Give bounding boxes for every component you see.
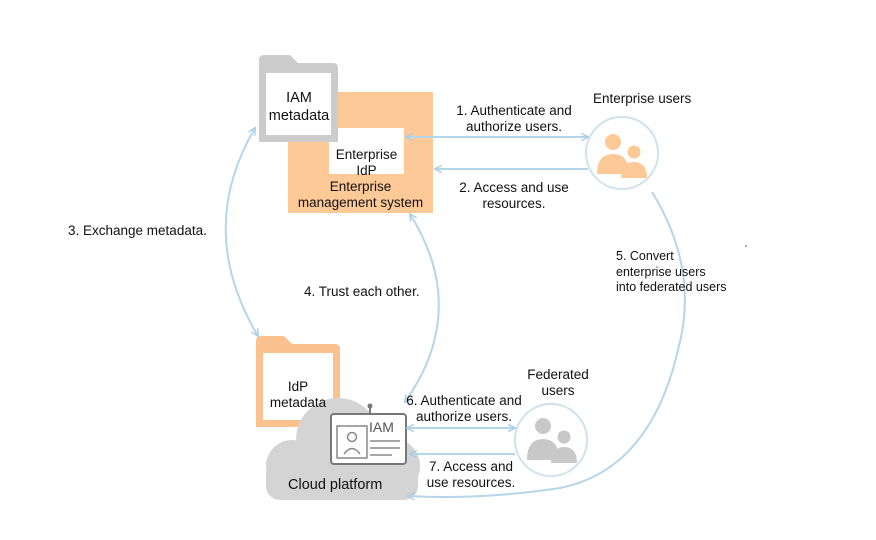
step6-line1: 6. Authenticate and — [406, 393, 522, 408]
step7-line1: 7. Access and — [428, 459, 514, 474]
step1-line1: 1. Authenticate and — [456, 103, 572, 118]
arrow-step3 — [224, 128, 258, 336]
step7-line2: use resources. — [426, 475, 516, 490]
step5-label: 5. Convert enterprise users into federat… — [616, 249, 727, 296]
step4-label: 4. Trust each other. — [304, 284, 420, 299]
step2-label: 2. Access and use resources. — [440, 180, 588, 212]
step6-line2: authorize users. — [415, 409, 513, 424]
enterprise-users-icon — [585, 116, 659, 190]
federated-users-icon — [514, 403, 588, 477]
idp-metadata-line2: metadata — [269, 395, 327, 410]
enterprise-mgmt-line2: management system — [297, 195, 424, 210]
iam-metadata-label: IAM metadata — [266, 89, 332, 125]
step1-line2: authorize users. — [465, 119, 563, 134]
step5-line3: into federated users — [616, 280, 727, 294]
step6-label: 6. Authenticate and authorize users. — [398, 393, 530, 425]
arrow-step4 — [405, 214, 440, 402]
step7-label: 7. Access and use resources. — [416, 459, 526, 491]
step5-line2: enterprise users — [616, 264, 706, 279]
federated-users-line2: users — [541, 383, 575, 398]
enterprise-idp-box — [329, 128, 404, 174]
enterprise-idp-line1: Enterprise — [335, 147, 398, 162]
federated-users-line1: Federated — [527, 367, 589, 382]
idp-metadata-label: IdP metadata — [263, 379, 333, 411]
enterprise-idp-line2: IdP — [356, 163, 377, 178]
iam-metadata-line2: metadata — [268, 108, 330, 124]
enterprise-management-system-label: Enterprise management system — [288, 179, 433, 211]
iam-metadata-line1: IAM — [286, 90, 312, 106]
cloud-platform-label: Cloud platform — [288, 477, 383, 493]
idp-metadata-line1: IdP — [287, 379, 309, 394]
iam-badge-label: IAM — [369, 419, 394, 435]
iam-metadata-folder-icon — [259, 55, 338, 142]
enterprise-idp-label: Enterprise IdP — [329, 147, 404, 179]
step3-label: 3. Exchange metadata. — [68, 223, 207, 238]
stray-dot — [745, 245, 747, 247]
iam-badge-icon — [330, 403, 407, 465]
step2-line1: 2. Access and use — [459, 180, 569, 195]
step5-line1: 5. Convert — [616, 249, 674, 263]
arrow-step5 — [408, 191, 686, 497]
enterprise-users-label: Enterprise users — [593, 91, 692, 106]
step1-label: 1. Authenticate and authorize users. — [440, 103, 588, 135]
federated-users-label: Federated users — [520, 367, 596, 399]
step2-line2: resources. — [482, 196, 546, 211]
enterprise-mgmt-line1: Enterprise — [329, 179, 392, 194]
cloud-platform-icon — [266, 398, 420, 500]
